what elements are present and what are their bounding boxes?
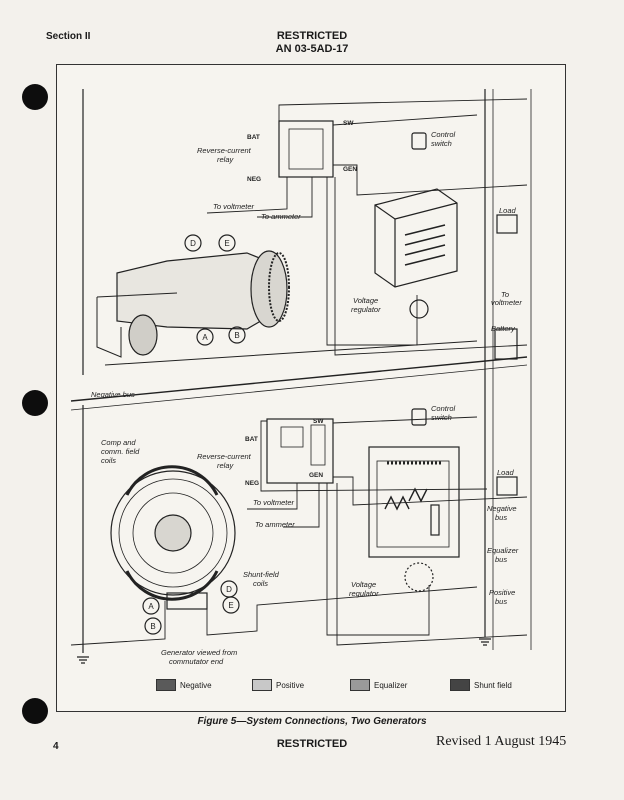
comp-field-label-3: coils bbox=[101, 456, 116, 465]
control-switch-label: Control bbox=[431, 130, 456, 139]
legend-shunt-field: Shunt field bbox=[450, 679, 512, 691]
to-ammeter-label: To ammeter bbox=[261, 212, 301, 221]
gen-terminal-label: GEN bbox=[343, 166, 357, 173]
control-switch-label-2: switch bbox=[431, 139, 452, 148]
top-labels: D E A B BAT SW NEG GEN Reverse-current r… bbox=[91, 120, 522, 399]
legend-label: Negative bbox=[180, 680, 212, 690]
relay-label: Reverse-current bbox=[197, 146, 252, 155]
voltage-regulator-label: Voltage bbox=[353, 296, 378, 305]
neg-terminal-label: NEG bbox=[247, 176, 261, 183]
load-label: Load bbox=[499, 206, 517, 215]
document-number: AN 03-5AD-17 bbox=[275, 43, 349, 55]
positive-bus-label-2: bus bbox=[495, 597, 507, 606]
bottom-control-switch-label: Control bbox=[431, 404, 456, 413]
revision-date: Revised 1 August 1945 bbox=[436, 734, 567, 749]
bat-terminal-label: BAT bbox=[247, 134, 260, 141]
bottom-gen-label: GEN bbox=[309, 472, 323, 479]
generator-viewed-label: Generator viewed from bbox=[161, 648, 237, 657]
bottom-load-label: Load bbox=[497, 468, 515, 477]
bottom-terminal-a-label: A bbox=[148, 602, 154, 611]
bottom-relay-label: Reverse-current bbox=[197, 452, 252, 461]
bottom-terminal-d-label: D bbox=[226, 585, 232, 594]
legend-positive: Positive bbox=[252, 679, 304, 691]
generator-viewed-label-2: commutator end bbox=[169, 657, 224, 666]
section-label: Section II bbox=[46, 31, 91, 42]
voltage-regulator-label-2: regulator bbox=[351, 305, 381, 314]
battery-label: Battery bbox=[491, 324, 516, 333]
equalizer-bus-label: Equalizer bbox=[487, 546, 519, 555]
negative-bus-right-label: Negative bbox=[487, 504, 517, 513]
to-voltmeter-label: To voltmeter bbox=[213, 202, 254, 211]
legend-swatch bbox=[450, 679, 470, 691]
negative-bus-label: Negative bus bbox=[91, 390, 135, 399]
legend-swatch bbox=[156, 679, 176, 691]
bottom-relay-label-2: relay bbox=[217, 461, 235, 470]
bottom-to-ammeter-label: To ammeter bbox=[255, 520, 295, 529]
terminal-b-label: B bbox=[234, 331, 239, 340]
positive-bus-label: Positive bbox=[489, 588, 515, 597]
figure-frame: D E A B BAT SW NEG GEN Reverse-current r… bbox=[56, 64, 566, 712]
shunt-field-label: Shunt-field bbox=[243, 570, 280, 579]
figure-caption: Figure 5—System Connections, Two Generat… bbox=[197, 716, 427, 727]
classification-header: RESTRICTED bbox=[276, 30, 348, 42]
bottom-terminal-e-label: E bbox=[228, 601, 233, 610]
classification-footer: RESTRICTED bbox=[276, 738, 348, 750]
legend-label: Positive bbox=[276, 680, 305, 690]
binder-hole-bottom bbox=[22, 698, 48, 724]
terminal-d-label: D bbox=[190, 239, 196, 248]
bottom-sw-label: SW bbox=[313, 418, 324, 425]
bottom-control-switch-label-2: switch bbox=[431, 413, 452, 422]
legend-equalizer: Equalizer bbox=[350, 679, 407, 691]
top-diagram bbox=[70, 89, 532, 650]
legend-swatch bbox=[350, 679, 370, 691]
legend-negative: Negative bbox=[156, 679, 212, 691]
to-voltmeter-right-label-2: voltmeter bbox=[491, 298, 522, 307]
shunt-field-label-2: coils bbox=[253, 579, 268, 588]
negative-bus-right-label-2: bus bbox=[495, 513, 507, 522]
legend-label: Equalizer bbox=[374, 680, 408, 690]
to-voltmeter-right-label: To bbox=[501, 290, 509, 299]
comp-field-label: Comp and bbox=[101, 438, 136, 447]
page-number: 4 bbox=[53, 741, 59, 752]
legend-swatch bbox=[252, 679, 272, 691]
bottom-voltage-regulator-label: Voltage bbox=[351, 580, 376, 589]
bottom-neg-label: NEG bbox=[245, 480, 259, 487]
binder-hole-middle bbox=[22, 390, 48, 416]
legend-label: Shunt field bbox=[474, 680, 512, 690]
bottom-bat-label: BAT bbox=[245, 436, 258, 443]
relay-label-2: relay bbox=[217, 155, 235, 164]
binder-hole-top bbox=[22, 84, 48, 110]
sw-terminal-label: SW bbox=[343, 120, 354, 127]
bottom-to-voltmeter-label: To voltmeter bbox=[253, 498, 294, 507]
terminal-e-label: E bbox=[224, 239, 229, 248]
bottom-terminal-b-label: B bbox=[150, 622, 155, 631]
equalizer-bus-label-2: bus bbox=[495, 555, 507, 564]
comp-field-label-2: comm. field bbox=[101, 447, 140, 456]
bottom-voltage-regulator-label-2: regulator bbox=[349, 589, 379, 598]
wiring-diagram: D E A B BAT SW NEG GEN Reverse-current r… bbox=[70, 89, 532, 666]
bottom-diagram bbox=[70, 395, 528, 664]
bottom-labels: A B D E Control switch Comp and comm. fi… bbox=[101, 404, 519, 666]
terminal-a-label: A bbox=[202, 333, 208, 342]
